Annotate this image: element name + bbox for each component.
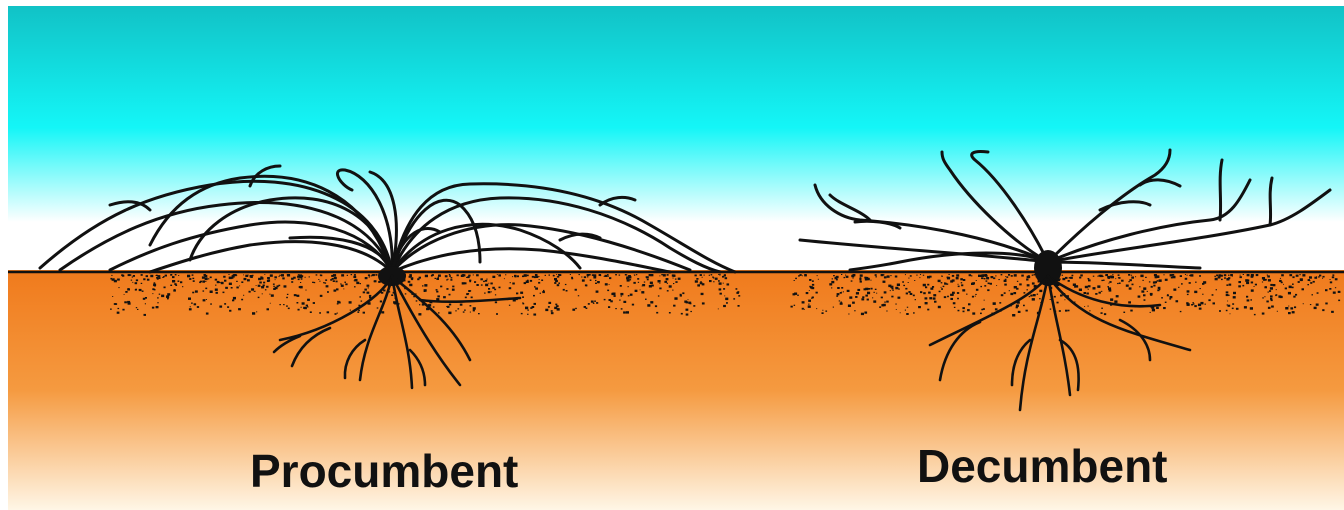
decumbent-label: Decumbent <box>917 443 1167 489</box>
sky <box>8 6 1344 276</box>
procumbent-label: Procumbent <box>250 448 518 494</box>
